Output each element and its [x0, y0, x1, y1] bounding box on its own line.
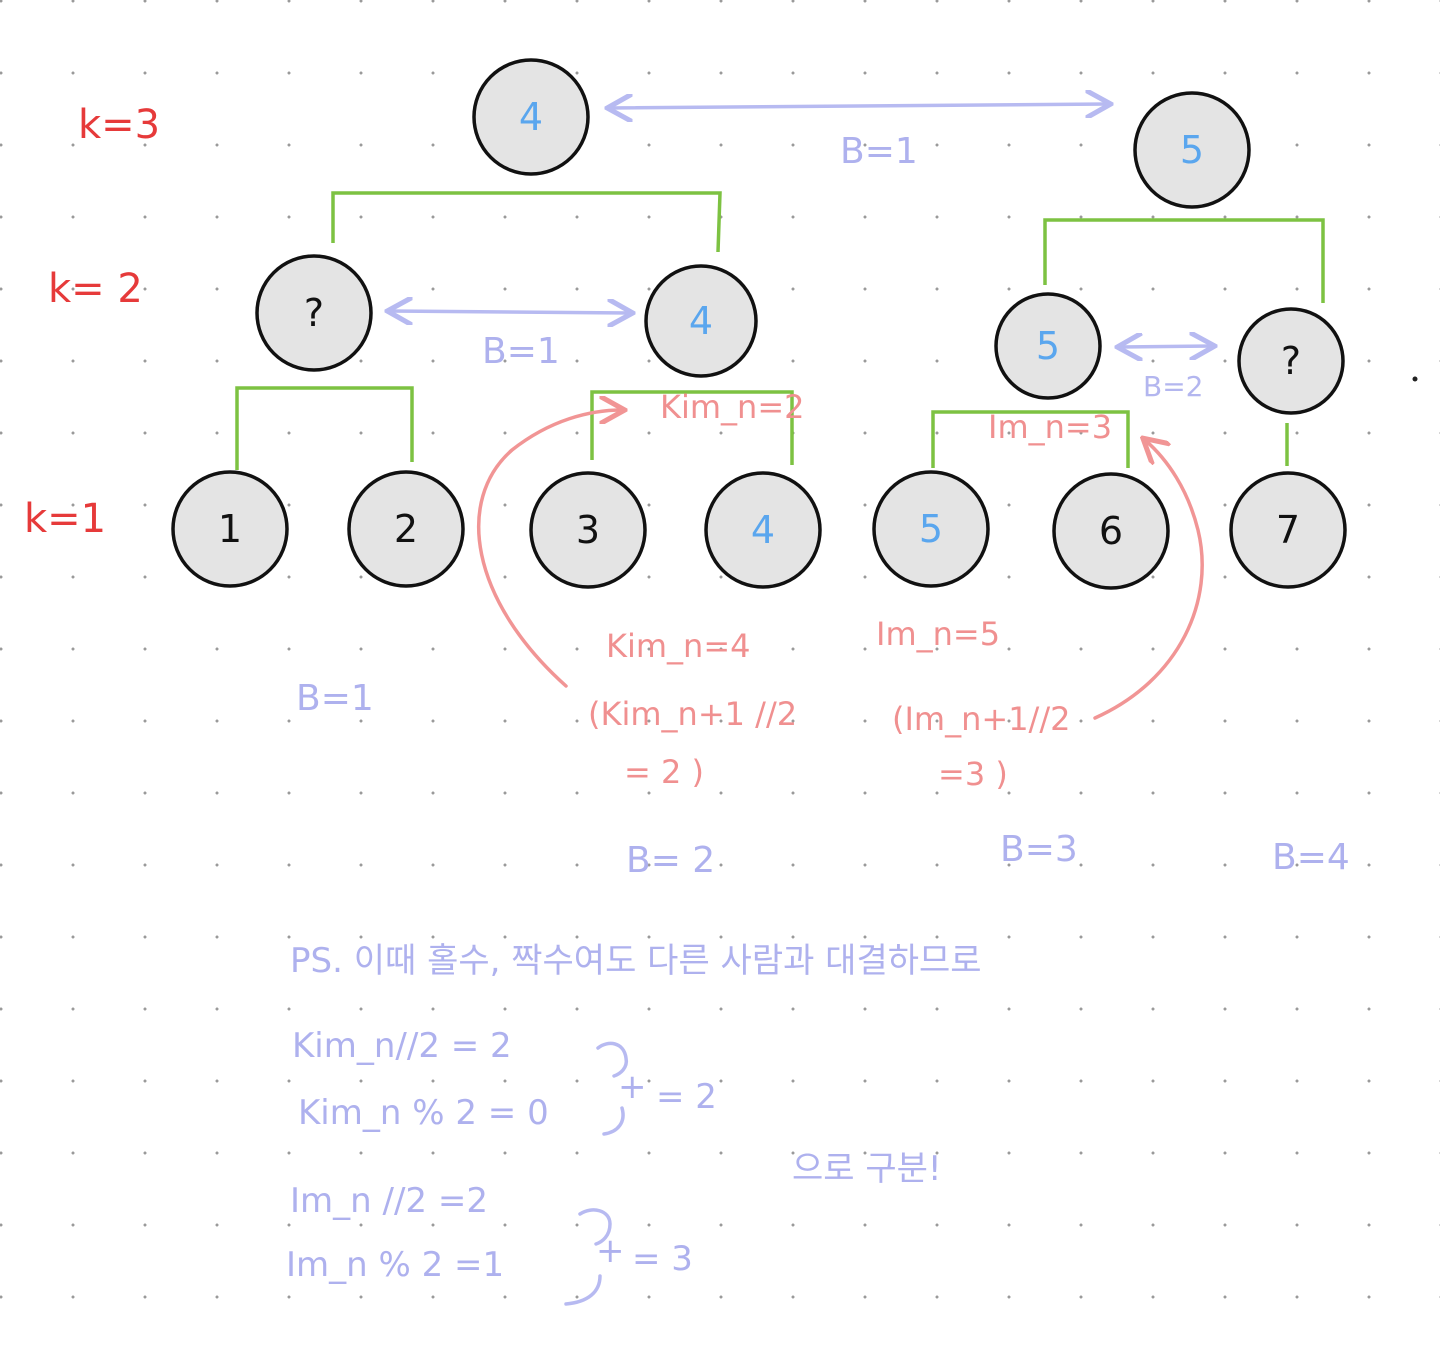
- node-label: 3: [576, 508, 600, 552]
- kim-bracket-arrow-bottom: [602, 1106, 625, 1136]
- kim-next-label: Kim_n=2: [660, 388, 805, 426]
- node-leaf-2: 2: [347, 470, 465, 588]
- node-label: 5: [1180, 128, 1204, 172]
- node-label: 4: [751, 508, 775, 552]
- note-im-sum: = 3: [632, 1239, 693, 1279]
- node-label: ?: [304, 291, 324, 335]
- note-kim-sum: = 2: [656, 1077, 717, 1117]
- stray-dot: [1412, 376, 1418, 382]
- kim-current-label: Kim_n=4: [606, 627, 751, 665]
- round-label-4: B=4: [1272, 837, 1350, 878]
- level-label-k2: k= 2: [48, 266, 143, 312]
- bracket-edge-root-right: [1043, 218, 1325, 303]
- note-conclusion: 으로 구분!: [792, 1149, 942, 1189]
- round-label-3: B=3: [1000, 829, 1078, 870]
- bracket-edge-right-pair: [931, 410, 1130, 468]
- node-mid-unknown-left: ?: [255, 254, 373, 372]
- note-kim-plus: +: [618, 1067, 647, 1107]
- im-formula: (Im_n+1//2: [892, 700, 1070, 738]
- node-root-5: 5: [1133, 91, 1251, 209]
- bracket-edge-left-pair: [235, 386, 414, 470]
- im-advance-arrow: [1093, 440, 1204, 720]
- node-leaf-1: 1: [171, 470, 289, 588]
- kim-result: = 2 ): [624, 753, 704, 791]
- im-bracket-arrow-bottom: [564, 1274, 602, 1306]
- node-label: 2: [394, 507, 418, 551]
- node-root-4: 4: [472, 58, 590, 176]
- node-leaf-4: 4: [704, 471, 822, 589]
- node-label: 1: [218, 507, 242, 551]
- bracket-edge-root-left: [331, 191, 722, 253]
- node-mid-5: 5: [994, 292, 1102, 400]
- node-label: 6: [1099, 509, 1123, 553]
- kim-formula: (Kim_n+1 //2: [588, 695, 797, 733]
- round-label-2: B= 2: [626, 840, 715, 881]
- node-label: 5: [1036, 324, 1060, 368]
- node-label: 5: [919, 507, 943, 551]
- kim-advance-arrow: [476, 410, 622, 688]
- bracket-edge-middle-pair: [590, 390, 794, 465]
- note-im-mod: Im_n % 2 =1: [286, 1245, 504, 1285]
- node-label: 4: [689, 299, 713, 343]
- node-leaf-5: 5: [872, 470, 990, 588]
- node-mid-unknown-right: ?: [1237, 307, 1345, 415]
- kim-bracket-arrow-top: [596, 1041, 629, 1078]
- match-arrow-mid-right: [1120, 346, 1212, 347]
- match-arrow-top: [610, 104, 1108, 108]
- note-title: PS. 이때 홀수, 짝수여도 다른 사람과 대결하므로: [290, 941, 982, 981]
- match-label-mid-right: B=2: [1143, 370, 1203, 403]
- level-label-k1: k=1: [24, 496, 106, 542]
- node-label: ?: [1281, 339, 1301, 383]
- round-label-1: B=1: [296, 678, 374, 719]
- im-result: =3 ): [938, 755, 1008, 793]
- match-label-top: B=1: [840, 131, 918, 172]
- im-next-label: Im_n=3: [988, 408, 1112, 446]
- node-leaf-3: 3: [529, 471, 647, 589]
- note-kim-mod: Kim_n % 2 = 0: [298, 1093, 549, 1133]
- node-label: 7: [1276, 508, 1300, 552]
- match-label-mid-left: B=1: [482, 331, 560, 372]
- node-leaf-6: 6: [1052, 472, 1170, 590]
- node-mid-4: 4: [644, 264, 758, 378]
- match-arrow-mid-left: [390, 311, 630, 313]
- note-im-plus: +: [596, 1231, 625, 1271]
- note-im-div: Im_n //2 =2: [290, 1181, 488, 1221]
- im-bracket-arrow-top: [578, 1208, 612, 1246]
- node-leaf-7: 7: [1229, 471, 1347, 589]
- level-label-k3: k=3: [78, 102, 160, 148]
- im-current-label: Im_n=5: [876, 615, 1000, 653]
- node-label: 4: [519, 95, 543, 139]
- note-kim-div: Kim_n//2 = 2: [292, 1026, 512, 1066]
